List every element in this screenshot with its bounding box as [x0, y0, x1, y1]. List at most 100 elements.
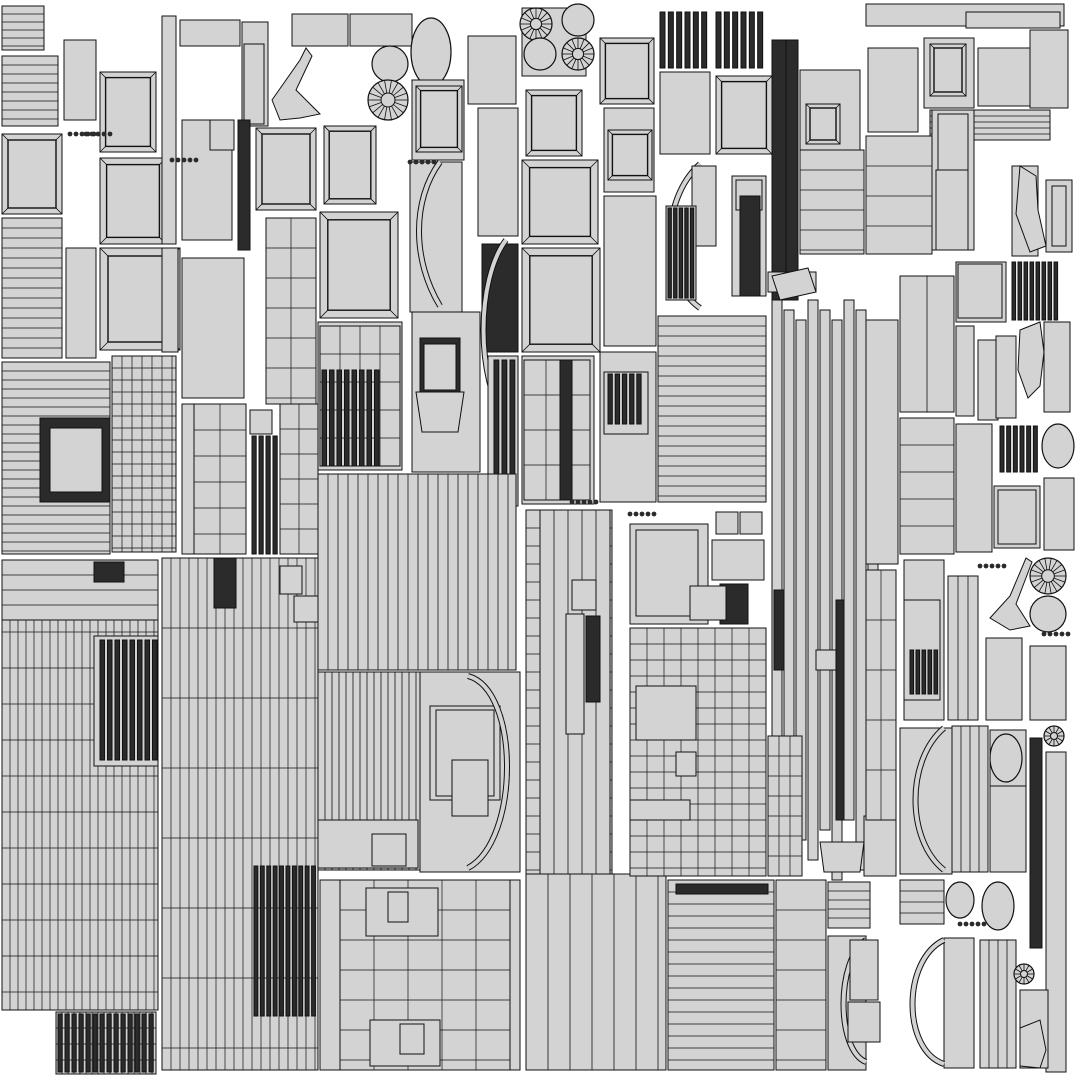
uv-island-97 — [366, 369, 372, 467]
uv-island-5 — [7, 139, 57, 209]
uv-island-46 — [161, 247, 179, 353]
uv-edge — [1052, 564, 1063, 573]
uv-edge — [319, 309, 329, 319]
uv-edge — [583, 55, 593, 61]
uv-island-11 — [105, 163, 161, 239]
uv-dot — [407, 159, 413, 165]
uv-edge — [372, 104, 383, 114]
uv-island-138 — [529, 255, 593, 345]
uv-island-181 — [678, 207, 684, 299]
uv-island-269 — [899, 417, 955, 555]
uv-island-219 — [773, 589, 785, 671]
uv-island-159 — [585, 615, 601, 703]
uv-edge — [415, 85, 421, 91]
uv-island-31 — [57, 1013, 63, 1073]
uv-island-270 — [955, 423, 993, 553]
uv-island-78 — [304, 865, 310, 1017]
uv-island-141 — [559, 359, 573, 501]
uv-dot — [989, 563, 995, 569]
uv-edge — [384, 106, 388, 120]
uv-island-289 — [933, 649, 939, 695]
uv-arc — [910, 938, 945, 1066]
uv-island-39 — [113, 1013, 119, 1073]
uv-island-213 — [807, 299, 819, 861]
uv-dot — [645, 511, 651, 517]
uv-island-302 — [989, 785, 1027, 873]
uv-edge — [766, 148, 773, 155]
uv-island-237 — [933, 47, 963, 93]
uv-island-187 — [657, 315, 767, 503]
uv-dot — [969, 921, 975, 927]
uv-edge — [521, 236, 530, 245]
uv-edge — [541, 25, 551, 31]
uv-dot — [181, 157, 187, 163]
uv-island-170 — [748, 11, 755, 69]
uv-island-80 — [291, 13, 349, 47]
uv-island-76 — [291, 865, 297, 1017]
uv-island-79 — [311, 865, 316, 1017]
uv-edge — [571, 59, 577, 69]
uv-edge — [715, 148, 722, 155]
uv-edge — [1048, 582, 1052, 594]
uv-edge — [929, 91, 935, 97]
uv-island-217 — [855, 309, 867, 871]
uv-island-266 — [1043, 321, 1071, 413]
uv-island-42 — [134, 1013, 140, 1073]
uv-island-95 — [351, 369, 357, 467]
uv-dot — [73, 131, 79, 137]
uv-edge — [647, 175, 653, 181]
uv-edge — [1018, 965, 1023, 972]
uv-island-25 — [122, 639, 128, 761]
uv-edge — [521, 159, 530, 168]
uv-island-153 — [629, 373, 635, 425]
uv-arc — [913, 726, 946, 872]
uv-edge — [150, 146, 157, 153]
uv-island-33 — [71, 1013, 77, 1073]
uv-dot — [169, 157, 175, 163]
uv-island-71 — [259, 865, 265, 1017]
uv-edge — [961, 91, 967, 97]
uv-island-180 — [673, 207, 678, 299]
uv-island-202 — [675, 883, 769, 895]
uv-edge — [415, 147, 421, 153]
uv-edge — [961, 43, 967, 49]
uv-edge — [583, 47, 593, 53]
uv-edge — [1, 133, 9, 141]
uv-island-262 — [1053, 261, 1059, 321]
uv-edge — [529, 29, 535, 39]
uv-dot — [981, 921, 987, 927]
uv-island-292 — [989, 557, 1033, 631]
uv-island-194 — [689, 585, 727, 621]
uv-island-127 — [399, 1023, 425, 1055]
uv-island-272 — [1006, 425, 1012, 473]
uv-island-233 — [965, 11, 1061, 29]
uv-edge — [648, 37, 655, 44]
uv-island-18 — [1, 559, 159, 1011]
uv-edge — [393, 86, 404, 96]
uv-island-166 — [715, 11, 722, 69]
uv-dot — [581, 499, 587, 505]
uv-island-91 — [321, 369, 327, 467]
uv-island-32 — [64, 1013, 70, 1073]
uv-island-121 — [371, 833, 407, 867]
uv-edge — [1026, 968, 1033, 973]
uv-island-221 — [815, 649, 837, 671]
uv-island-255 — [1011, 261, 1017, 321]
uv-edge — [1056, 737, 1063, 742]
uv-edge — [590, 159, 599, 168]
uv-edge — [323, 198, 330, 205]
uv-island-98 — [374, 369, 380, 467]
uv-island-119 — [451, 759, 489, 817]
uv-island-288 — [927, 649, 933, 695]
uv-edge — [1025, 965, 1030, 972]
uv-edge — [1050, 581, 1058, 592]
uv-island-28 — [144, 639, 150, 761]
uv-island-36 — [92, 1013, 98, 1073]
uv-edge — [370, 198, 377, 205]
uv-dot — [187, 157, 193, 163]
uv-island-154 — [636, 373, 642, 425]
uv-island-224 — [819, 841, 865, 873]
uv-island-196 — [739, 511, 763, 535]
uv-island-308 — [981, 881, 1015, 931]
uv-island-186 — [739, 195, 761, 297]
